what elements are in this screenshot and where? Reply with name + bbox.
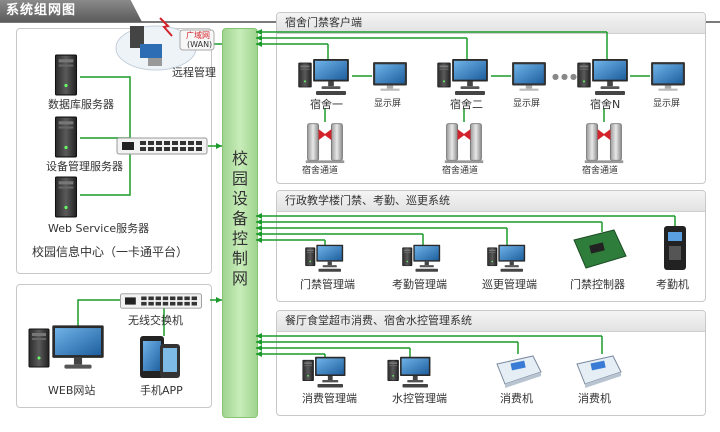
pos-machine-2-icon [576,355,622,389]
dorm1-display-label: 显示屏 [374,99,402,109]
wireless-switch-icon [119,293,203,309]
dorm2-display-icon [512,62,546,91]
network-links [77,31,676,360]
dormn-gate-icon [584,123,624,164]
wan-cloud-icon [115,17,215,71]
dorm1-gate-label: 宿舍通道 [302,166,339,176]
attendance-machine-icon [664,226,686,270]
core-switch-icon [116,137,208,155]
access-controller-label: 门禁控制器 [570,278,625,291]
dorm-ellipsis: ●●● [552,72,579,81]
remote-management-label: 远程管理 [172,66,216,79]
page-title: 系统组网图 [0,0,142,22]
canteen-panel: 餐厅食堂超市消费、宿舍水控管理系统 [276,310,706,416]
link-arrows [216,29,262,357]
water-mgmt-label: 水控管理端 [392,392,447,405]
water-mgmt-pc-icon [388,357,431,388]
patrol-mgmt-label: 巡更管理端 [482,278,537,291]
web-service-server-icon [54,176,78,218]
dorm2-label: 宿舍二 [450,98,483,111]
dorm1-label: 宿舍一 [310,98,343,111]
dorm2-display-label: 显示屏 [513,99,541,109]
pos-machine-1-icon [496,355,542,389]
canteen-header: 餐厅食堂超市消费、宿舍水控管理系统 [277,311,705,332]
patrol-mgmt-pc-icon [487,245,525,272]
center-caption: 校园信息中心（一卡通平台） [32,245,189,259]
pos-machine-2-label: 消费机 [578,392,611,405]
dorm-header: 宿舍门禁客户端 [277,13,705,34]
dormn-gate-label: 宿舍通道 [582,166,619,176]
wan-label-line2: (WAN) [187,40,213,49]
admin-panel: 行政教学楼门禁、考勤、巡更系统 [276,190,706,302]
consume-mgmt-label: 消费管理端 [302,392,357,405]
dorm1-pc-icon [299,59,349,95]
consume-mgmt-pc-icon [303,357,346,388]
web-service-server-label: Web Service服务器 [48,222,150,235]
attendance-mgmt-label: 考勤管理端 [392,278,447,291]
dorm1-gate-icon [305,123,345,164]
dorm2-gate-label: 宿舍通道 [442,166,479,176]
wireless-switch-label: 无线交换机 [128,314,183,327]
admin-header: 行政教学楼门禁、考勤、巡更系统 [277,191,705,212]
dormn-pc-icon [578,59,628,95]
dorm2-gate-icon [444,123,484,164]
database-server-icon [54,54,78,96]
dorm2-pc-icon [438,59,488,95]
wan-label-line1: 广域网 [186,31,210,40]
attendance-mgmt-pc-icon [402,245,440,272]
dormn-display-label: 显示屏 [653,99,681,109]
device-management-server-label: 设备管理服务器 [46,160,123,173]
campus-control-network-bus: 校园设备控制网 [222,28,258,418]
dormn-display-icon [651,62,685,91]
attendance-machine-label: 考勤机 [656,278,689,291]
dorm-panel: 宿舍门禁客户端 [276,12,706,184]
database-server-label: 数据库服务器 [48,98,114,111]
mobile-phone-icon [140,336,180,378]
device-management-server-icon [54,116,78,158]
mobile-app-label: 手机APP [140,384,183,397]
web-site-label: WEB网站 [48,384,96,397]
access-mgmt-pc-icon [305,245,343,272]
access-controller-icon [573,229,627,269]
dormn-label: 宿舍N [590,98,621,111]
pos-machine-1-label: 消费机 [500,392,533,405]
bus-label: 校园设备控制网 [231,149,248,288]
dorm1-display-icon [373,62,407,91]
web-site-monitor-icon [52,325,104,369]
web-site-tower-icon [28,328,50,368]
access-mgmt-label: 门禁管理端 [300,278,355,291]
